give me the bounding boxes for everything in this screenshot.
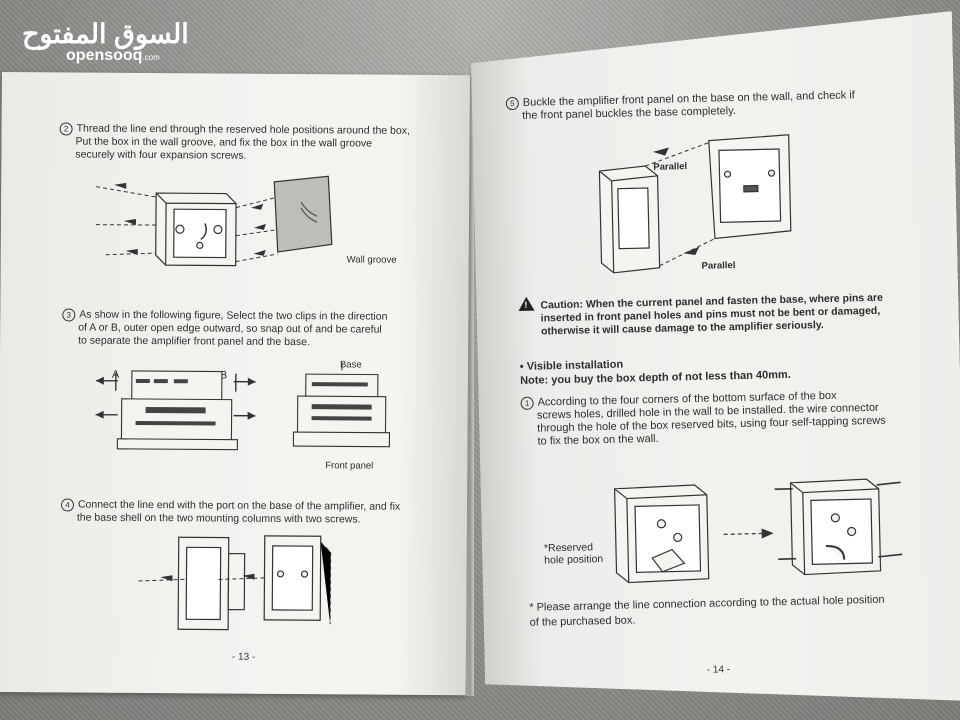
step-number: 2 <box>59 122 73 136</box>
visible-installation-heading: • Visible installation <box>519 358 624 373</box>
opensooq-watermark: السوق المفتوح opensooq.com <box>22 19 190 66</box>
step-number: 1 <box>521 397 534 410</box>
watermark-latin: opensooq.com <box>66 47 160 64</box>
mount-base-diagram <box>138 535 332 631</box>
clip-separation-diagram <box>95 370 256 451</box>
page-number-13: - 13 - <box>231 651 256 663</box>
box-wall-groove-diagram <box>95 175 333 267</box>
book-spine <box>466 68 474 696</box>
step-number: 5 <box>506 97 519 110</box>
watermark-arabic: السوق المفتوح <box>22 19 190 49</box>
front-panel-label: Front panel <box>325 460 374 472</box>
page-number-14: - 14 - <box>706 664 731 676</box>
reserved-hole-label: *Reserved hole position <box>543 541 604 567</box>
parallel-top-label: Parallel <box>653 161 688 173</box>
step-number: 4 <box>60 498 75 512</box>
warning-icon <box>518 297 534 311</box>
caution-text: Caution: When the current panel and fast… <box>518 289 883 339</box>
front-panel-buckle-diagram <box>593 132 806 277</box>
wall-groove-label: Wall groove <box>346 254 397 266</box>
base-label: Base <box>339 359 362 371</box>
box-fixing-diagram <box>610 474 912 591</box>
parallel-bottom-label: Parallel <box>701 260 736 272</box>
base-front-panel-diagram <box>292 362 391 448</box>
step-number: 3 <box>62 308 76 322</box>
footnote-text: * Please arrange the line connection acc… <box>529 593 885 629</box>
